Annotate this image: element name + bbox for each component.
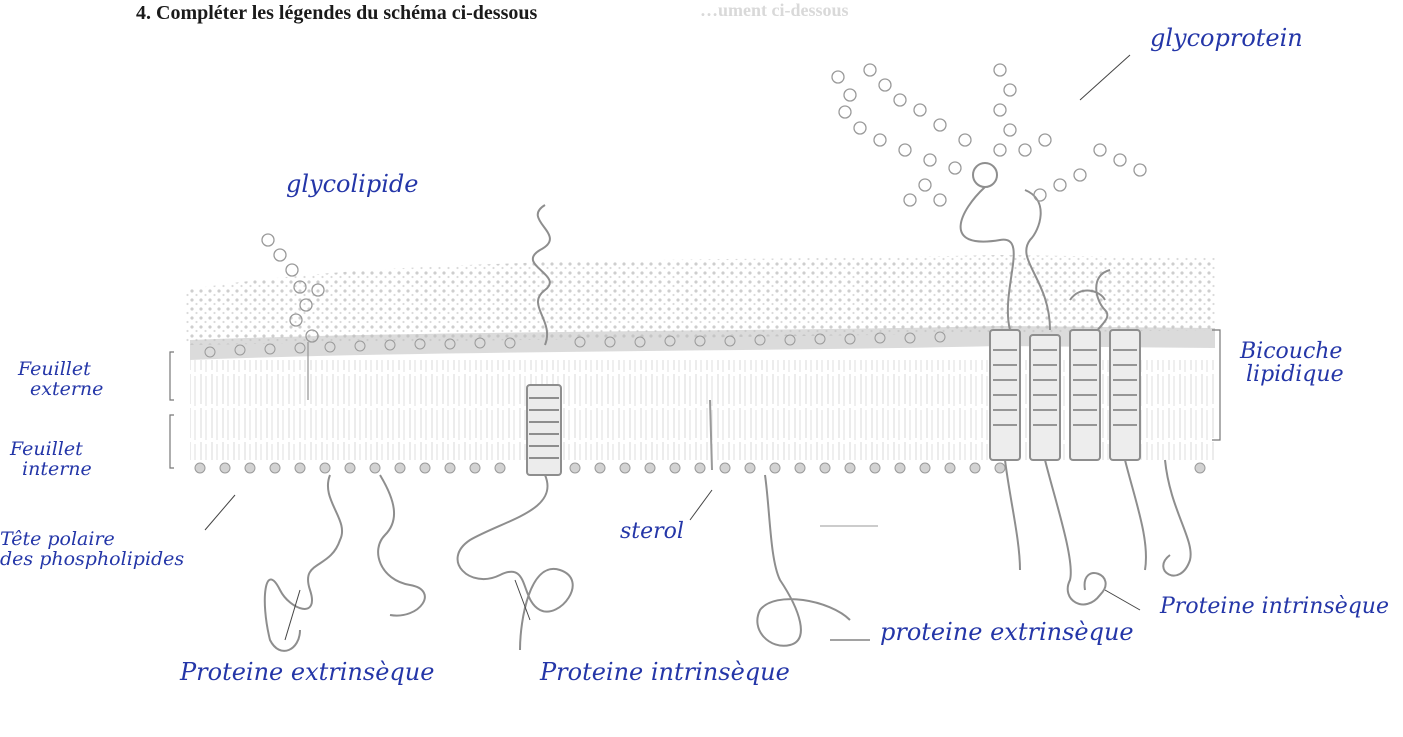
label-inner-leaflet-line2: interne xyxy=(10,460,92,480)
glycoprotein-sugar-chains xyxy=(832,64,1146,206)
inner-head-row xyxy=(195,463,1205,473)
label-intrinsic-protein-right: Proteine intrinsèque xyxy=(1160,595,1389,618)
label-inner-leaflet: Feuillet interne xyxy=(10,440,92,480)
label-glycoprotein: glycoprotein xyxy=(1150,26,1303,51)
extrinsic-protein-left-b xyxy=(378,475,425,616)
label-sterol: sterol xyxy=(620,520,684,543)
label-outer-leaflet-line2: externe xyxy=(18,380,103,400)
label-outer-leaflet: Feuillet externe xyxy=(18,360,103,400)
extrinsic-protein-right xyxy=(757,475,850,646)
label-lipid-bilayer-line2: lipidique xyxy=(1240,363,1344,386)
label-extrinsic-protein-left: Proteine extrinsèque xyxy=(180,660,434,685)
label-polar-head-line2: des phospholipides xyxy=(0,550,184,570)
label-outer-leaflet-line1: Feuillet xyxy=(18,360,103,380)
extrinsic-protein-left xyxy=(265,475,342,651)
label-polar-head-line1: Tête polaire xyxy=(0,530,184,550)
label-extrinsic-protein-right: proteine extrinsèque xyxy=(880,620,1134,645)
inner-leaflet-bracket xyxy=(170,415,174,468)
hydrophobic-core xyxy=(190,360,1215,460)
label-inner-leaflet-line1: Feuillet xyxy=(10,440,92,460)
label-lipid-bilayer-line1: Bicouche xyxy=(1240,340,1344,363)
label-lipid-bilayer: Bicouche lipidique xyxy=(1240,340,1344,386)
label-intrinsic-protein-center: Proteine intrinsèque xyxy=(540,660,790,685)
outer-leaflet-bracket xyxy=(170,352,174,400)
label-glycolipid: glycolipide xyxy=(286,172,418,197)
label-polar-head: Tête polaire des phospholipides xyxy=(0,530,184,570)
